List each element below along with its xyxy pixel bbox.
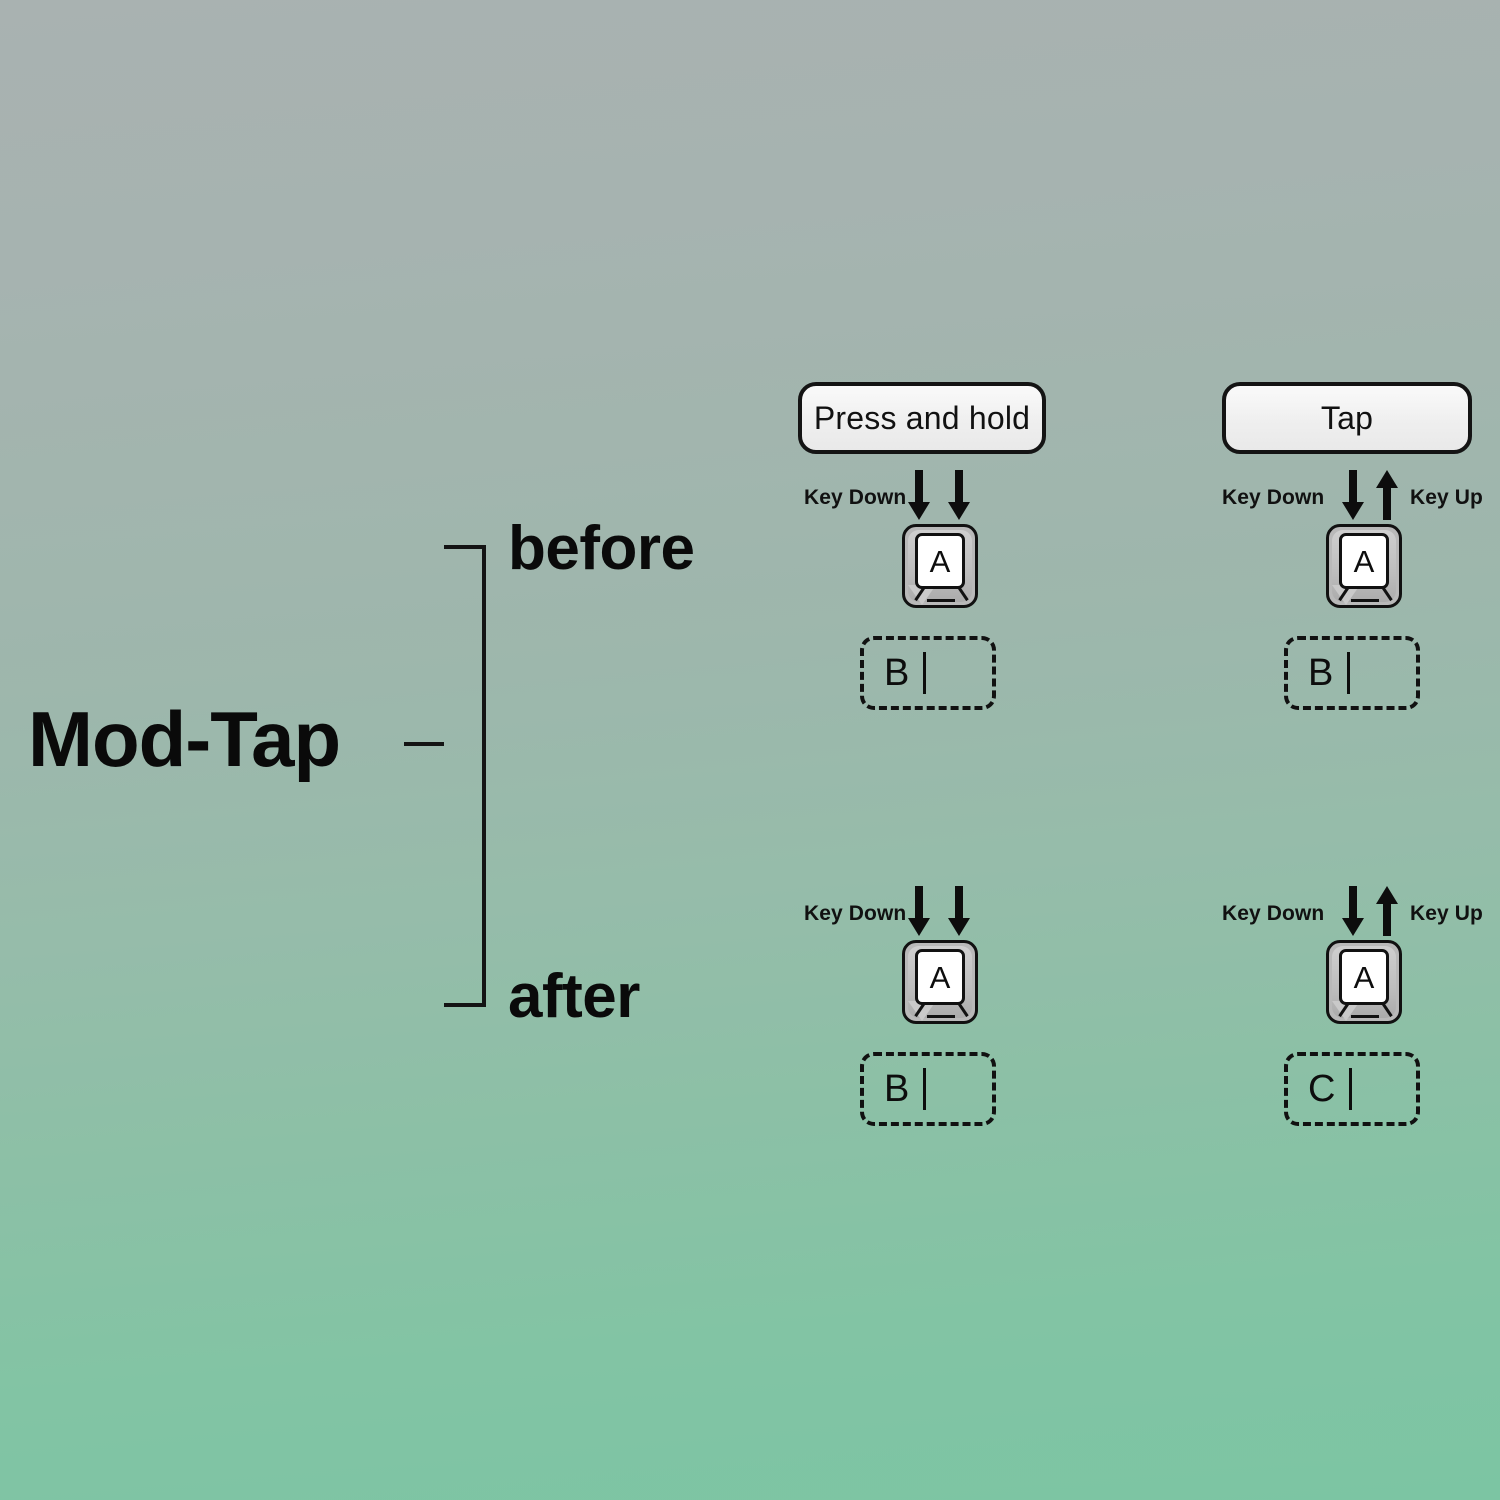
keycap-face: A [915, 949, 965, 1005]
text-cursor-icon [1349, 1068, 1353, 1110]
keycap-face: A [1339, 533, 1389, 589]
arrow-down-icon [1342, 470, 1364, 520]
key-down-label: Key Down [804, 902, 907, 925]
output-letter: C [1308, 1068, 1336, 1110]
keycap-letter: A [929, 959, 951, 995]
arrow-up-icon [1376, 470, 1398, 520]
arrow-up-icon [1376, 886, 1398, 936]
keycap-bevel-bottom [1351, 1015, 1379, 1018]
bracket-arm-bottom [444, 1003, 486, 1007]
output-letter: B [884, 652, 910, 694]
key-up-label: Key Up [1410, 486, 1483, 509]
action-pill-label: Press and hold [813, 399, 1031, 436]
bracket-arm-top [444, 545, 486, 549]
keycap-a: A [902, 940, 978, 1024]
output-letter: B [884, 1068, 910, 1110]
keycap-a: A [902, 524, 978, 608]
page-title: Mod-Tap [28, 695, 341, 783]
text-cursor-icon [1347, 652, 1351, 694]
keycap-a: A [1326, 524, 1402, 608]
arrow-down-icon [948, 886, 970, 936]
key-down-label: Key Down [804, 486, 907, 509]
keycap-bevel-bottom [927, 1015, 955, 1018]
arrow-down-icon [948, 470, 970, 520]
keycap-bevel-bottom [927, 599, 955, 602]
arrow-row: Key Down [798, 470, 1058, 526]
text-output-box: B [860, 636, 996, 710]
arrow-row: Key Down [798, 886, 1058, 942]
keycap-face: A [915, 533, 965, 589]
keycap-bevel-bottom [1351, 599, 1379, 602]
arrow-row: Key Down Key Up [1222, 470, 1483, 526]
output-letter: B [1308, 652, 1334, 694]
keycap-letter: A [1353, 959, 1375, 995]
key-up-label: Key Up [1410, 902, 1483, 925]
key-down-label: Key Down [1222, 486, 1325, 509]
arrow-row: Key Down Key Up [1222, 886, 1483, 942]
bracket-spine [482, 545, 486, 1007]
key-down-label: Key Down [1222, 902, 1325, 925]
branch-label-after: after [508, 962, 640, 1031]
action-pill-tap: Tap [1222, 382, 1472, 454]
branch-label-before: before [508, 514, 695, 583]
keycap-letter: A [929, 543, 951, 579]
keycap-a: A [1326, 940, 1402, 1024]
keycap-face: A [1339, 949, 1389, 1005]
branch-bracket [440, 545, 488, 1007]
text-cursor-icon [923, 1068, 927, 1110]
arrow-down-icon [1342, 886, 1364, 936]
text-output-box: B [860, 1052, 996, 1126]
bracket-stem [404, 742, 444, 746]
text-output-box: C [1284, 1052, 1420, 1126]
keycap-letter: A [1353, 543, 1375, 579]
arrow-down-icon [908, 470, 930, 520]
text-output-box: B [1284, 636, 1420, 710]
arrow-down-icon [908, 886, 930, 936]
text-cursor-icon [923, 652, 927, 694]
action-pill-label: Tap [1320, 399, 1374, 436]
action-pill-press-and-hold: Press and hold [798, 382, 1046, 454]
